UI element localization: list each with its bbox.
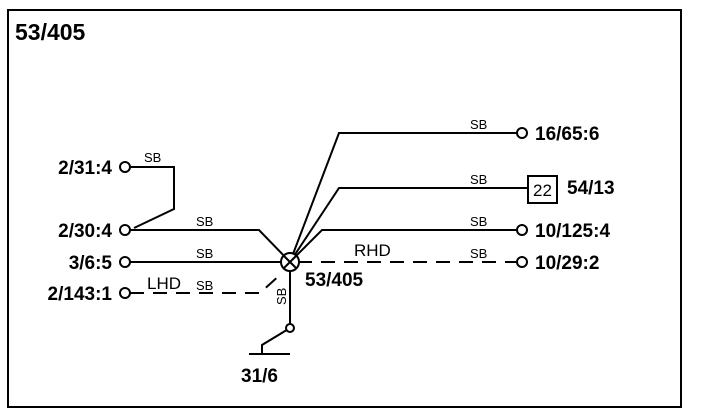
terminal-10-125-4 (516, 224, 528, 236)
wire-color-label: SB (196, 246, 213, 261)
label-10-29-2: 10/29:2 (535, 253, 599, 274)
label-3-6-5: 3/6:5 (69, 253, 113, 274)
wire-ground (261, 262, 291, 354)
diagram-frame (7, 9, 682, 408)
connector-box (527, 175, 558, 204)
label-2-30-4: 2/30:4 (58, 221, 112, 242)
wire-color-label: SB (470, 246, 487, 261)
label-10-125-4: 10/125:4 (535, 221, 610, 242)
wire-2-31-4 (130, 166, 175, 229)
wire-color-label: SB (470, 172, 487, 187)
wire-color-label: SB (196, 278, 213, 293)
label-2-31-4: 2/31:4 (58, 158, 112, 179)
wire-color-label: SB (470, 117, 487, 132)
label-16-65-6: 16/65:6 (535, 124, 599, 145)
wire-color-label: SB (196, 214, 213, 229)
terminal-3-6-5 (119, 256, 131, 268)
connector-box-label: 22 (533, 181, 552, 200)
wire-color-label: SB (470, 214, 487, 229)
wire-color-label: SB (144, 150, 161, 165)
label-54-13: 54/13 (567, 178, 615, 199)
wire-color-label: SB (274, 288, 289, 305)
diagram-title: 53/405 (15, 19, 86, 45)
terminal-10-29-2 (516, 256, 528, 268)
terminal-16-65-6 (516, 127, 528, 139)
wire-2-143-1-lhd (130, 272, 283, 294)
lhd-label: LHD (147, 274, 181, 293)
ground-label: 31/6 (241, 366, 278, 387)
rhd-label: RHD (354, 241, 391, 260)
wire-54-13 (289, 187, 528, 263)
wire-10-125-4 (289, 229, 517, 263)
terminal-2-143-1 (119, 287, 131, 299)
wire-2-30-4 (130, 229, 291, 263)
terminal-2-30-4 (119, 224, 131, 236)
splice-label: 53/405 (305, 270, 364, 291)
label-2-143-1: 2/143:1 (48, 284, 113, 305)
ground-switch-contact (285, 323, 295, 333)
wire-16-65-6 (289, 132, 517, 263)
terminal-2-31-4 (119, 161, 131, 173)
